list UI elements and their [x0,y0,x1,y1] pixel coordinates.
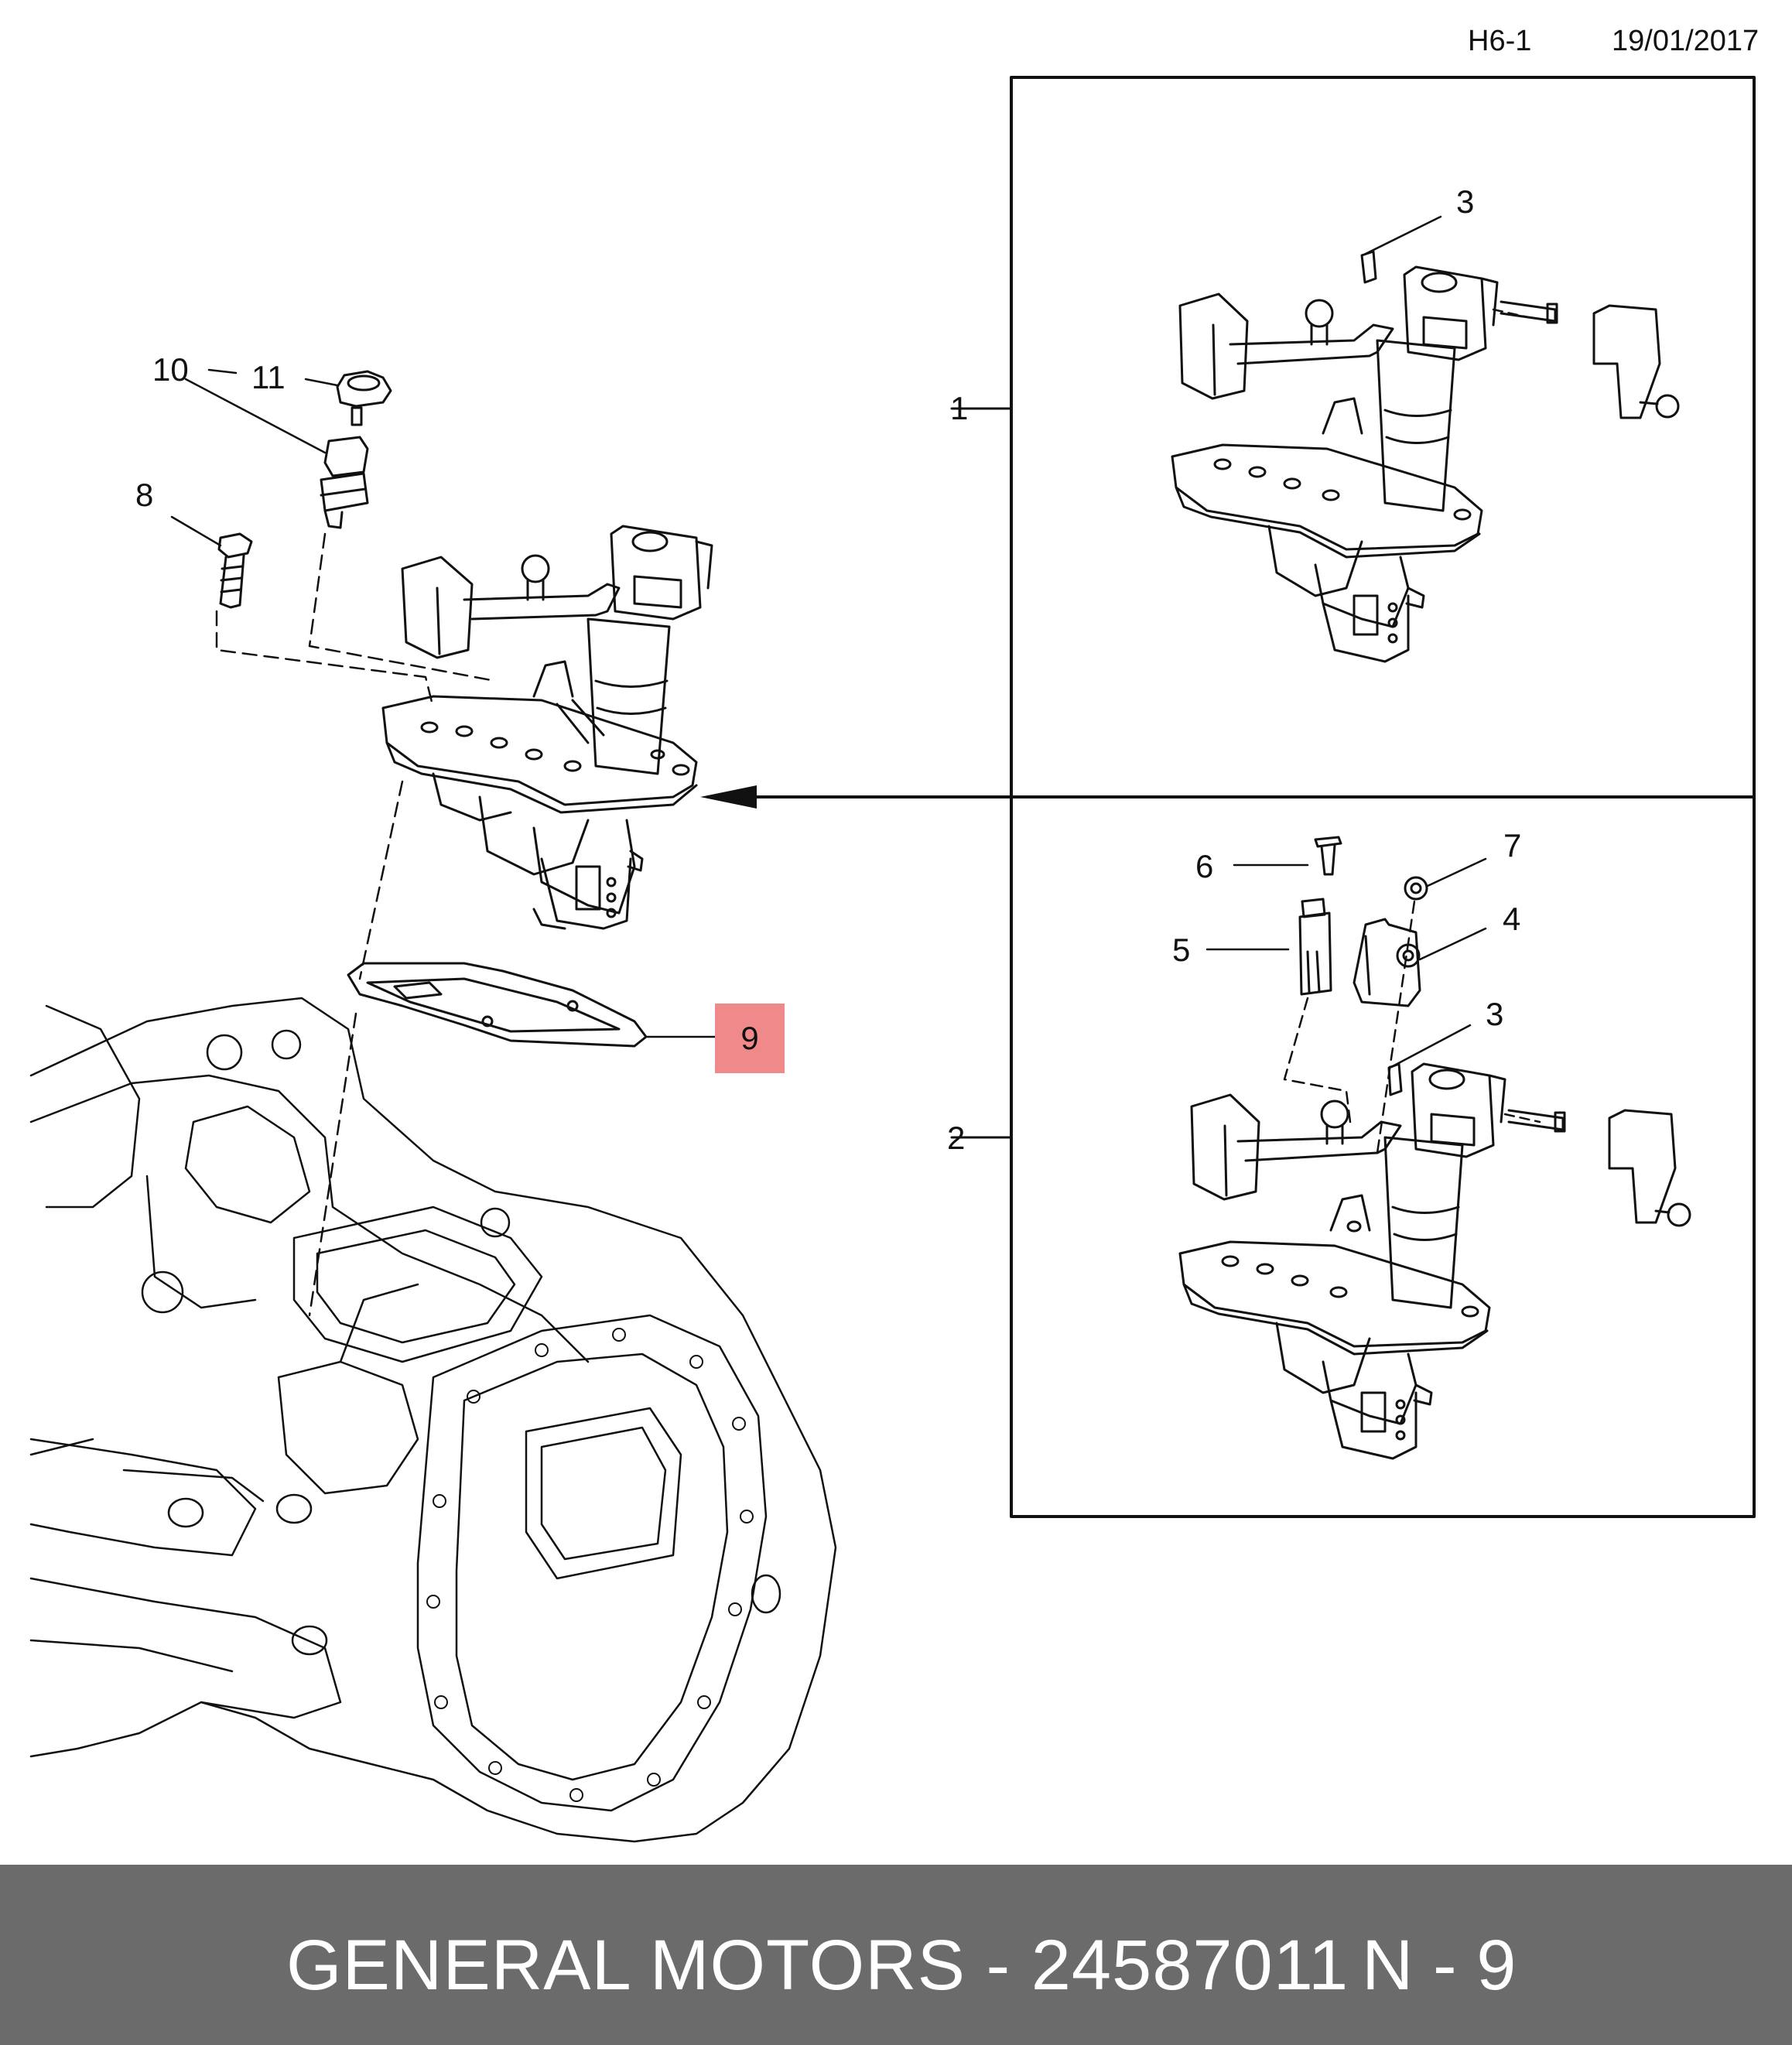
main-assembly-base-plate [381,695,698,806]
main-assembly-ball-stud [521,554,550,583]
panel-2-frame [1010,795,1756,1518]
callout-panel2-part-6: 6 [1195,848,1214,884]
sheet-date: 19/01/2017 [1612,25,1760,57]
panel-1-label: 1 [950,390,969,426]
flange-bolt-holes [426,1328,754,1802]
main-assembly-lower-housing [478,795,590,876]
bolt-part-8 [170,515,253,609]
sensor-part-10 [184,378,369,529]
main-assembly-fork [610,525,702,621]
callout-part-10: 10 [152,351,189,388]
exploded-parts-diagram [29,76,1756,1843]
main-assembly-lever-weight [401,556,474,659]
panel-2-label: 2 [947,1120,966,1156]
footer-banner: GENERAL MOTORS - 24587011 N - 9 [0,1865,1792,2045]
gasket-part-9 [347,962,716,1048]
callout-part-9: 9 [740,1020,759,1056]
callout-panel1-part-3: 3 [1456,183,1475,220]
callout-panel2-part-4: 4 [1503,901,1521,937]
callout-panel2-part-5: 5 [1172,932,1191,968]
callout-part-11: 11 [251,359,286,395]
main-assembly-column [587,617,671,775]
footer-part-number: GENERAL MOTORS - 24587011 [286,1926,1349,2005]
panel-2-assembly [1178,836,1691,1460]
sheet-reference: H6-1 [1468,25,1532,57]
footer-position-ref: N - 9 [1362,1926,1517,2005]
panel-1-assembly [1171,215,1680,663]
highlighted-part-label: 9 [715,1004,785,1073]
main-assembly-connector [540,857,632,930]
main-shift-assembly [381,525,713,930]
assembly-dashed-lines [215,532,497,1317]
transmission-housing [29,997,837,1843]
callout-part-8: 8 [135,477,154,513]
cap-part-11 [207,368,392,408]
reference-arrow [700,785,1013,809]
callout-panel2-part-7: 7 [1503,827,1522,863]
callout-panel2-part-3: 3 [1486,996,1504,1032]
